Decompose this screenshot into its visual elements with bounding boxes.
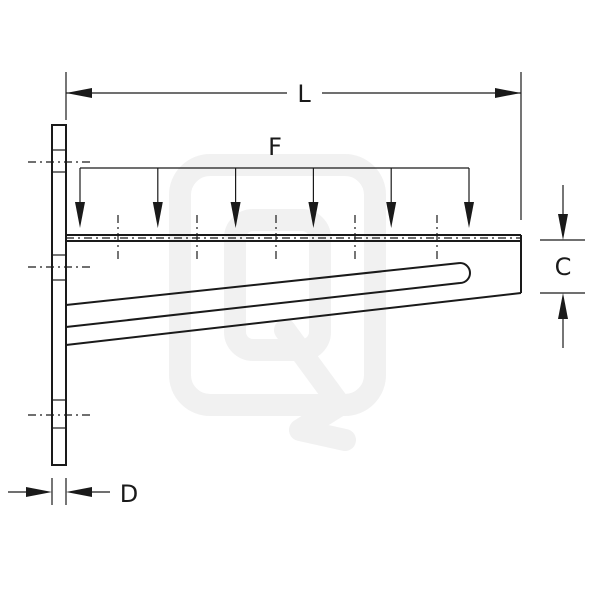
arm-hole-marks [117,215,438,260]
load-arrow-head [464,202,474,228]
plate-centerlines [28,161,90,416]
load-arrows: F [75,133,474,228]
load-arrow-head [152,202,163,228]
dimension-length: L [65,72,522,220]
load-arrow-head [75,202,85,228]
logo-watermark-icon [169,154,386,451]
dimension-thickness: D [8,478,138,508]
length-label: L [297,80,311,108]
bracket-arm [66,234,522,293]
load-arrow-head [308,202,319,228]
load-arrow-head [386,202,397,228]
thickness-label: D [120,480,138,508]
height-label: C [555,253,572,281]
support-strut [65,262,522,346]
load-label: F [268,133,282,161]
load-arrow-head [230,202,241,228]
wall-plate [51,124,67,466]
dimension-height: C [540,185,585,348]
